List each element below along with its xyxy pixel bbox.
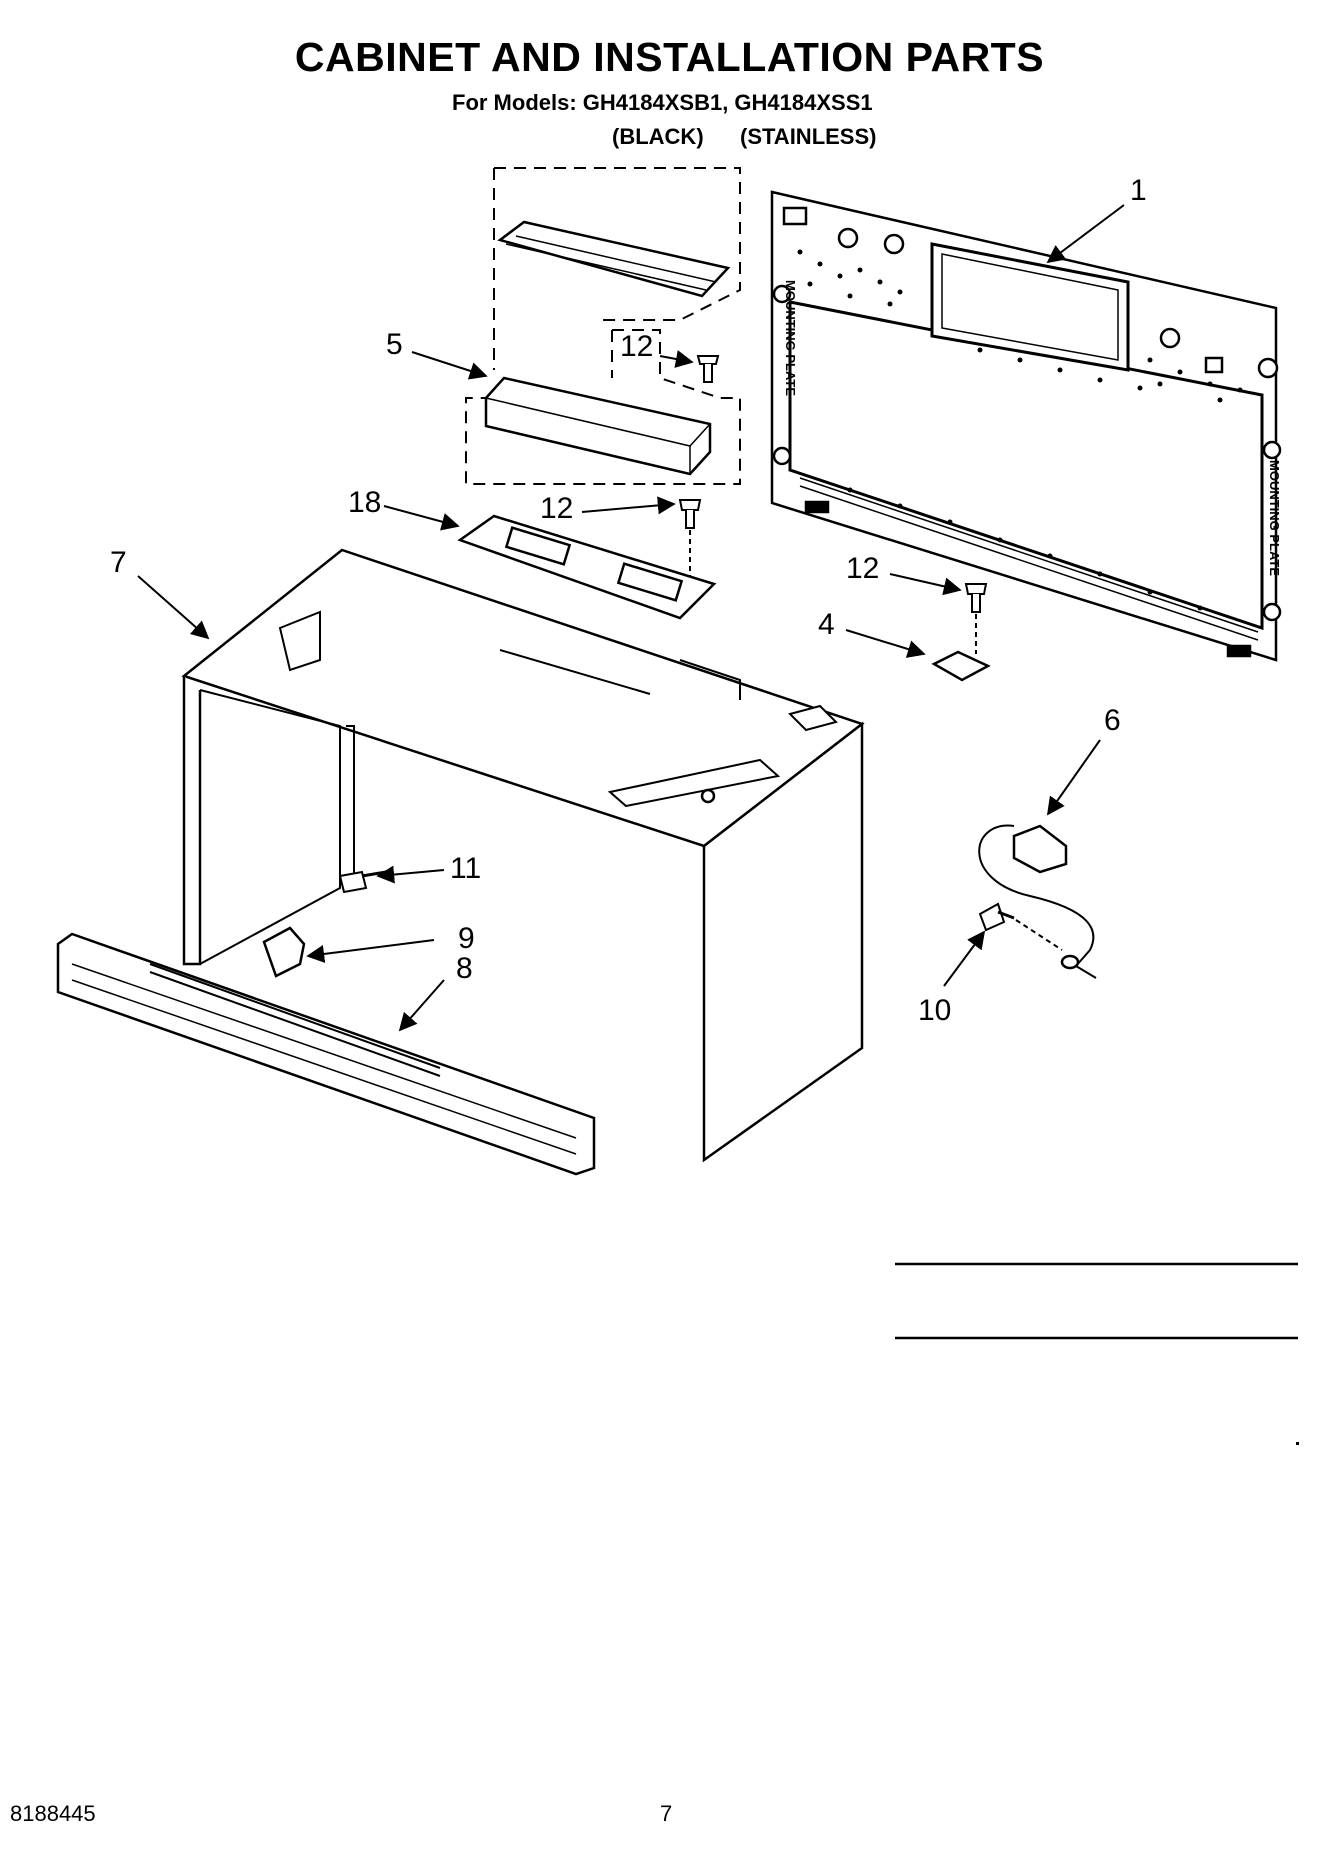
screw-12-middle xyxy=(678,499,702,600)
clip-part-4 xyxy=(931,650,991,682)
callout-11: 11 xyxy=(450,852,481,885)
callout-5: 5 xyxy=(386,328,403,361)
stray-mark xyxy=(1296,1442,1299,1445)
callout-1: 1 xyxy=(1130,174,1147,207)
dashed-group-top xyxy=(465,167,741,485)
callout-10: 10 xyxy=(918,994,951,1027)
callout-12-top: 12 xyxy=(620,330,653,363)
mounting-plate-holes xyxy=(797,249,1243,611)
page-number: 7 xyxy=(660,1801,673,1826)
callout-4: 4 xyxy=(818,608,835,641)
vent-grille-part-8 xyxy=(56,932,596,1176)
clip-part-9 xyxy=(262,926,306,978)
wire-harness-part-6 xyxy=(978,824,1097,979)
callout-18: 18 xyxy=(348,486,381,519)
callout-7: 7 xyxy=(110,546,127,579)
screw-12-top xyxy=(696,355,720,383)
lower-bracket-part-5 xyxy=(484,376,712,476)
callout-9: 9 xyxy=(458,922,475,955)
models-line: For Models: GH4184XSB1, GH4184XSS1 xyxy=(452,90,873,115)
page-title: CABINET AND INSTALLATION PARTS xyxy=(294,34,1045,80)
callout-6: 6 xyxy=(1104,704,1121,737)
plate-label-right: MOUNTING PLATE xyxy=(1267,460,1282,576)
doc-number: 8188445 xyxy=(10,1801,96,1826)
screw-12-right xyxy=(964,583,988,654)
screw-part-10 xyxy=(978,902,1063,951)
callout-8: 8 xyxy=(456,952,473,985)
variant-black: (BLACK) xyxy=(612,124,704,149)
top-rail-part xyxy=(497,220,731,298)
callout-12-right: 12 xyxy=(846,552,879,585)
mounting-plate-part-1 xyxy=(770,190,1282,662)
variant-stainless: (STAINLESS) xyxy=(740,124,877,149)
plate-label-left: MOUNTING PLATE xyxy=(783,280,798,396)
callout-12-middle: 12 xyxy=(540,492,573,525)
slotted-bracket-part-18 xyxy=(457,514,717,620)
callout-arrows xyxy=(137,204,1125,1032)
cabinet-part-7 xyxy=(181,548,865,1163)
